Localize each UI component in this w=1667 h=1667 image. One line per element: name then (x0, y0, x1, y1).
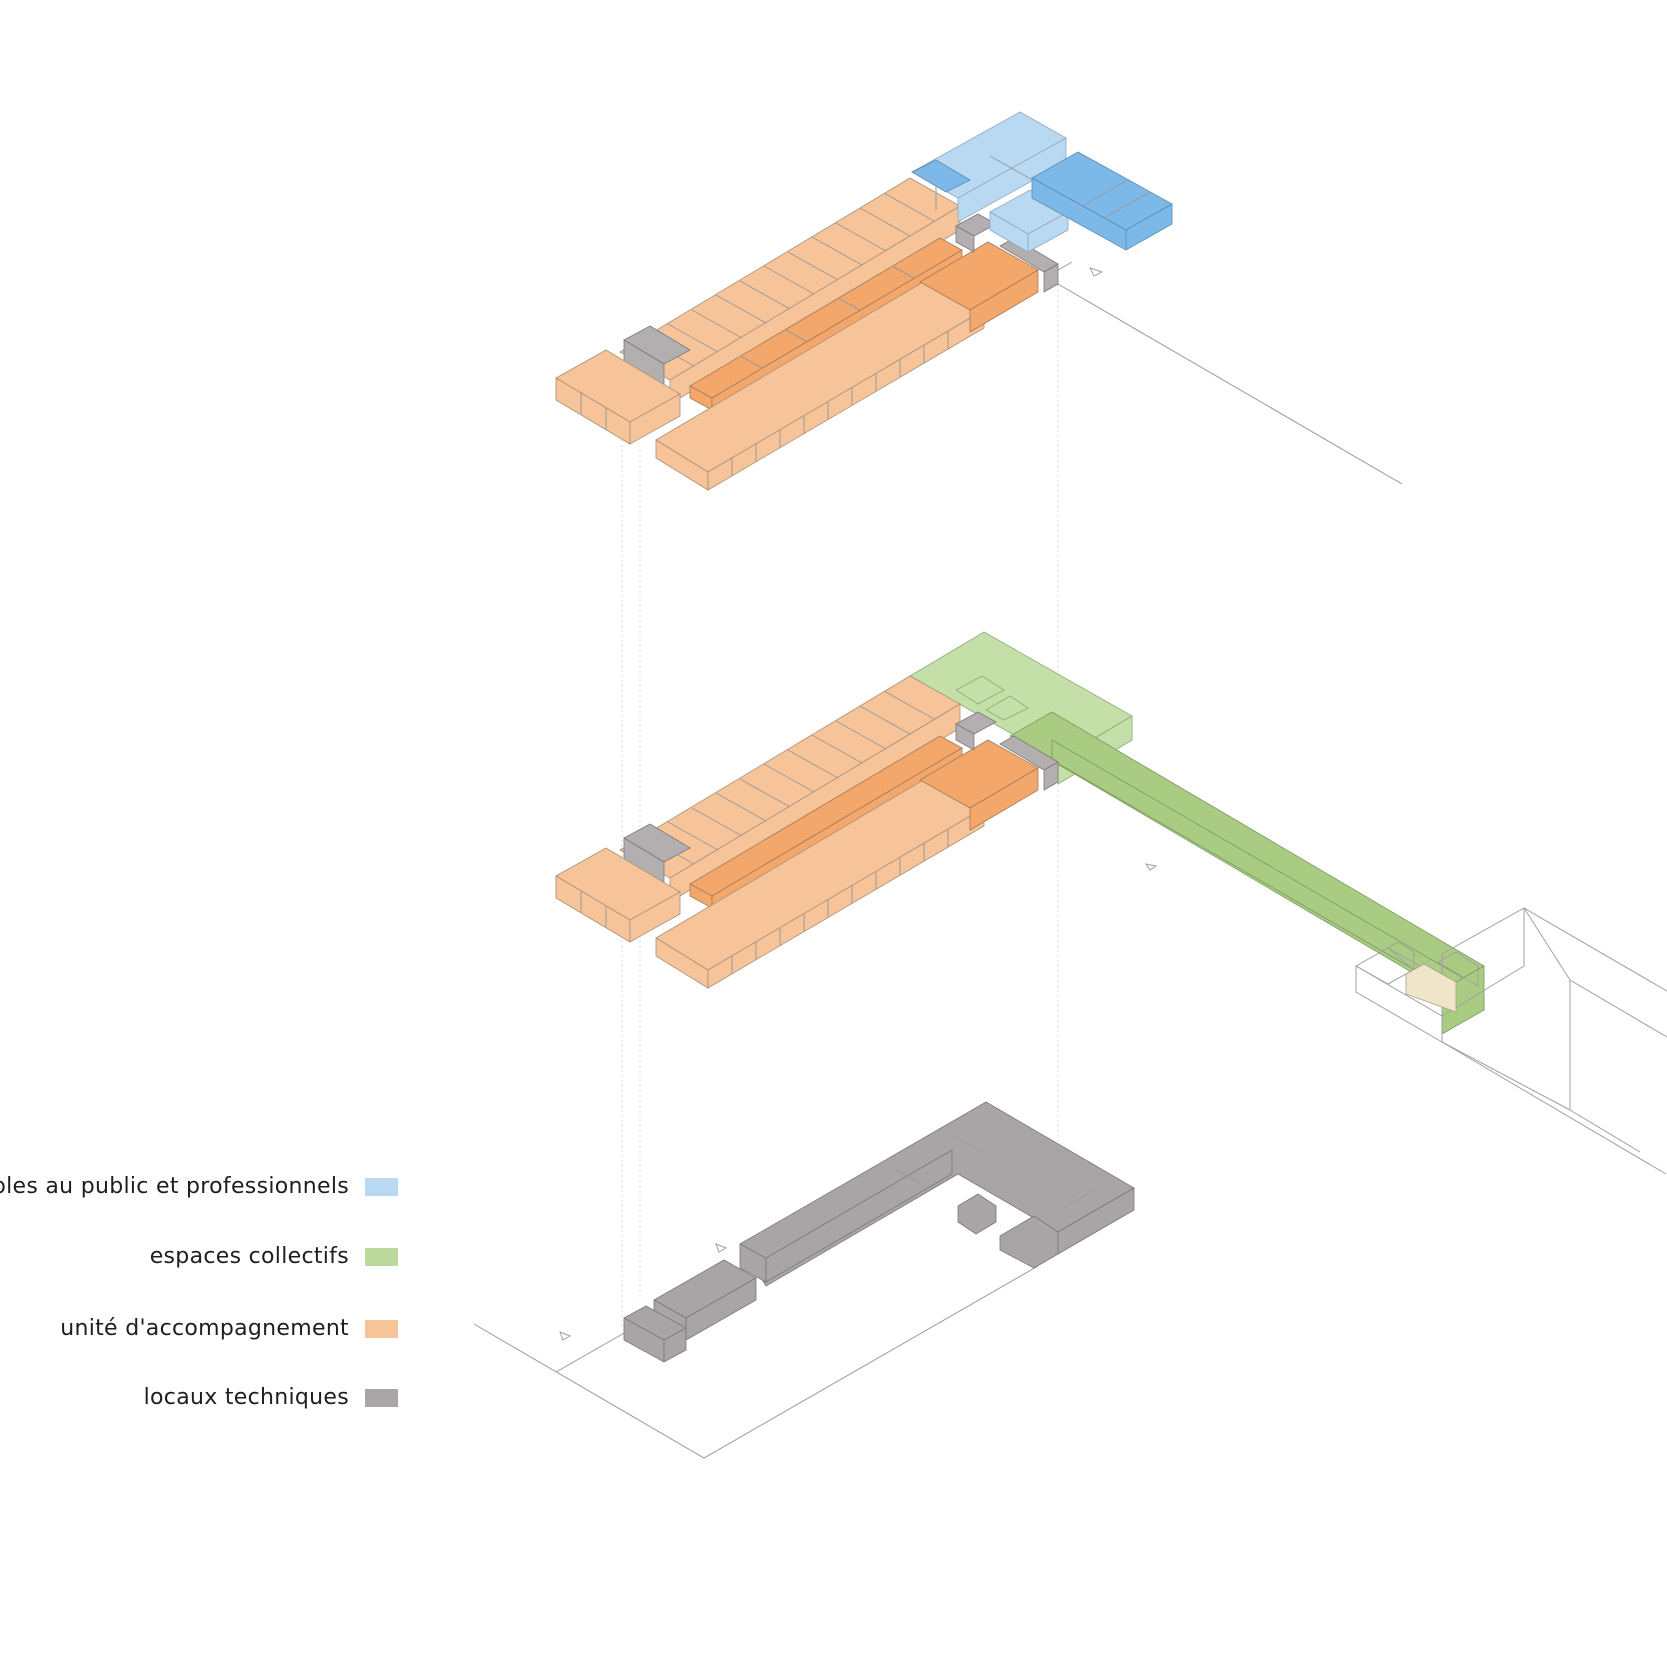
upper-floor-block (555, 111, 1403, 491)
legend-swatch-technical (365, 1389, 398, 1407)
legend-swatch-collective (365, 1248, 398, 1266)
legend-label-collective: espaces collectifs (149, 1244, 349, 1269)
legend-label-public: sibles au public et professionnels (0, 1174, 349, 1199)
beige-annex (1405, 963, 1457, 1013)
basement-block (473, 1101, 1135, 1459)
ground-floor-block (555, 631, 1667, 1175)
legend-label-technical: locaux techniques (143, 1385, 349, 1410)
existing-building-wireframe (1354, 907, 1667, 1175)
legend-swatch-public (365, 1178, 398, 1196)
legend-label-unit: unité d'accompagnement (60, 1316, 349, 1341)
legend-swatch-unit (365, 1320, 398, 1338)
